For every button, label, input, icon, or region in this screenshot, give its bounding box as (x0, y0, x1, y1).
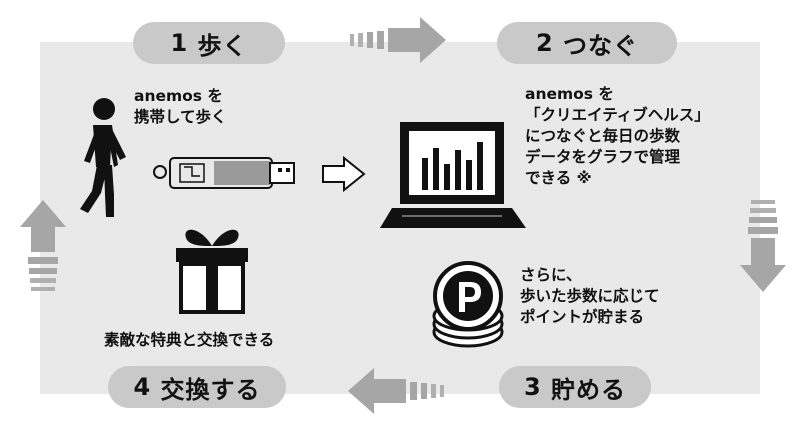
step-1-pill: 1 歩く (133, 22, 285, 64)
connect-description: anemos を 「クリエイティブヘルス」 につなぐと毎日の歩数 データをグラフ… (525, 84, 710, 189)
walk-line-1: anemos を (134, 87, 223, 105)
connect-line-2: 「クリエイティブヘルス」 (525, 106, 710, 124)
arrow-up-left (20, 200, 66, 291)
walking-person-icon (80, 98, 126, 217)
step-2-label: つなぐ (563, 31, 639, 60)
step-4-label: 交換する (160, 375, 261, 404)
connect-line-4: データをグラフで管理 (525, 148, 681, 166)
connect-line-3: につなぐと毎日の歩数 (525, 127, 681, 145)
arrow-right-top (350, 17, 446, 63)
save-description: さらに、 歩いた歩数に応じて ポイントが貯まる (520, 265, 660, 328)
connect-line-5: できる ※ (525, 169, 592, 187)
step-1-number: 1 (170, 29, 189, 57)
arrow-down-right (740, 200, 786, 292)
arrow-left-bottom (348, 368, 444, 414)
walk-line-2: 携帯して歩く (134, 108, 227, 126)
step-2-pill: 2 つなぐ (497, 22, 677, 64)
exchange-line-1: 素敵な特典と交換できる (104, 331, 275, 349)
step-1-label: 歩く (197, 31, 248, 60)
outline-arrow-icon (322, 155, 366, 193)
step-4-pill: 4 交換する (108, 366, 286, 408)
connect-line-1: anemos を (525, 85, 614, 103)
save-line-3: ポイントが貯まる (520, 308, 645, 326)
step-3-label: 貯める (551, 375, 627, 404)
step-3-number: 3 (523, 373, 542, 401)
usb-device-icon (153, 157, 295, 189)
step-2-number: 2 (535, 29, 554, 57)
exchange-description: 素敵な特典と交換できる (104, 330, 274, 351)
walk-description: anemos を 携帯して歩く (134, 86, 227, 128)
save-line-2: 歩いた歩数に応じて (520, 287, 660, 305)
save-line-1: さらに、 (520, 266, 582, 284)
step-3-pill: 3 貯める (499, 366, 651, 408)
laptop-chart-icon (380, 122, 526, 228)
point-coins-icon (432, 261, 504, 348)
step-4-number: 4 (133, 373, 152, 401)
gift-box-icon (176, 229, 248, 314)
